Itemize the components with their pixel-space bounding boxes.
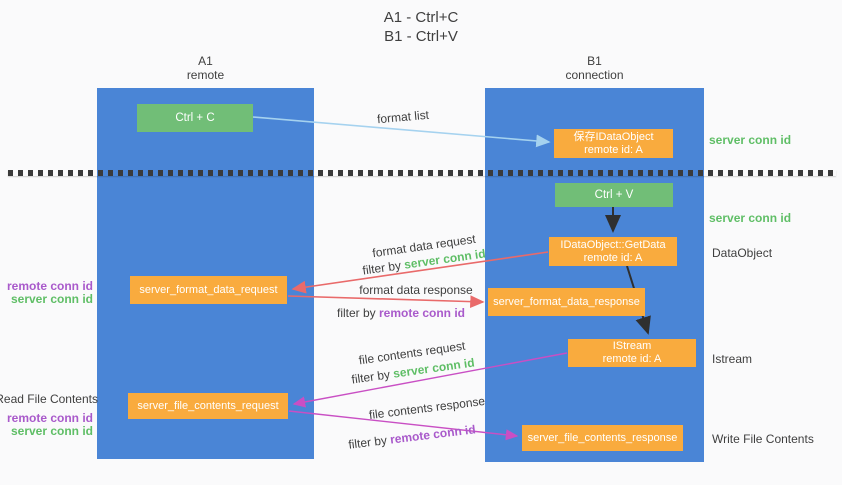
node-ctrl-v-label: Ctrl + V — [594, 188, 634, 201]
lane-a1-subtitle: remote — [186, 68, 225, 82]
node-istream-line2: remote id: A — [602, 353, 662, 365]
side-label-dataobject: DataObject — [712, 246, 773, 260]
side-label-remote-conn-id-2: remote conn id — [6, 411, 93, 425]
node-server-file-contents-request: server_file_contents_request — [128, 393, 288, 419]
title-line-2: B1 - Ctrl+V — [384, 28, 458, 45]
lane-b1-subtitle: connection — [565, 68, 624, 82]
lane-header-a1: A1 remote — [97, 54, 314, 82]
node-server-file-contents-response: server_file_contents_response — [522, 425, 683, 451]
node-istream: IStream remote id: A — [568, 339, 696, 367]
side-label-server-conn-id-left-1: server conn id — [10, 292, 93, 306]
node-file-response-label: server_file_contents_response — [527, 431, 678, 444]
node-ctrl-v: Ctrl + V — [555, 183, 673, 207]
node-getdata-line1: IDataObject::GetData — [560, 238, 666, 251]
arrow-file-contents-request — [292, 352, 568, 408]
side-label-server-conn-id-mid: server conn id — [709, 211, 792, 225]
lane-b1-name: B1 — [587, 54, 602, 68]
arrow-file-contents-response — [288, 410, 519, 441]
arrow-format-list — [252, 116, 551, 148]
arrow-format-data-request — [291, 251, 549, 294]
diagram-title: A1 - Ctrl+C B1 - Ctrl+V — [0, 8, 842, 46]
node-save-idataobject: 保存IDataObject remote id: A — [554, 129, 673, 158]
node-getdata-line2: remote id: A — [583, 251, 643, 264]
edge-label-filter-remote-1: filter by remote conn id — [337, 306, 465, 320]
node-save-idataobject-line2: remote id: A — [584, 143, 643, 156]
arrow-format-data-response — [287, 295, 485, 309]
node-idataobject-getdata: IDataObject::GetData remote id: A — [549, 237, 677, 266]
side-label-read-file-contents: Read File Contents — [0, 392, 98, 406]
title-line-1: A1 - Ctrl+C — [383, 9, 459, 26]
lane-a1-name: A1 — [198, 54, 213, 68]
session-separator-dotted-line — [8, 170, 836, 176]
node-format-request-label: server_format_data_request — [139, 283, 278, 296]
side-label-write-file-contents: Write File Contents — [712, 432, 814, 446]
edge-label-format-data-response: format data response — [359, 283, 473, 297]
filter-by-text-2: filter by — [336, 306, 379, 320]
remote-conn-id-inline-1: remote conn id — [379, 306, 466, 320]
side-label-server-conn-id-top: server conn id — [709, 133, 792, 147]
side-label-remote-conn-id-1: remote conn id — [6, 279, 93, 293]
side-label-istream: Istream — [712, 352, 753, 366]
node-istream-line1: IStream — [612, 340, 652, 352]
node-ctrl-c: Ctrl + C — [137, 104, 253, 132]
lane-header-b1: B1 connection — [485, 54, 704, 82]
node-server-format-data-response: server_format_data_response — [488, 288, 645, 316]
node-save-idataobject-line1: 保存IDataObject — [573, 130, 654, 143]
node-format-response-label: server_format_data_response — [493, 295, 640, 308]
node-ctrl-c-label: Ctrl + C — [175, 111, 215, 124]
node-server-format-data-request: server_format_data_request — [130, 276, 287, 304]
node-file-request-label: server_file_contents_request — [137, 399, 279, 412]
side-label-server-conn-id-left-2: server conn id — [10, 424, 93, 438]
